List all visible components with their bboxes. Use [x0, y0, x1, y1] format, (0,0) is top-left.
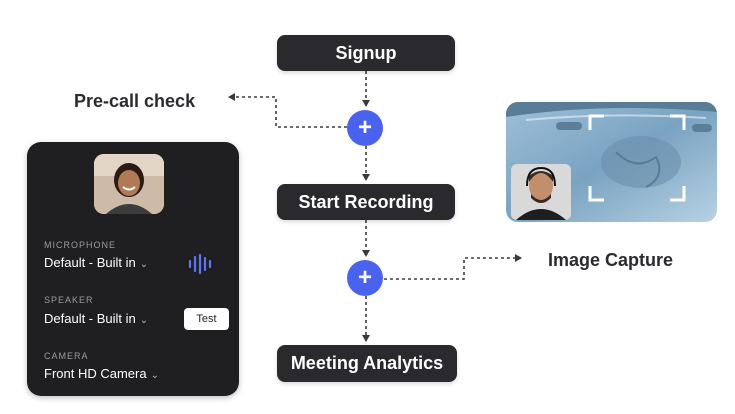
image-capture-label: Image Capture	[548, 250, 674, 270]
microphone-select[interactable]: Default - Built in⌄	[44, 255, 148, 270]
meeting-analytics-node: Meeting Analytics	[277, 345, 457, 382]
speaker-label: SPEAKER	[44, 295, 94, 305]
plus-icon: +	[357, 114, 372, 141]
camera-value: Front HD Camera	[44, 366, 147, 381]
precall-check-label: Pre-call check	[74, 91, 196, 111]
chevron-down-icon: ⌄	[139, 315, 149, 326]
start-recording-label: Start Recording	[298, 191, 434, 212]
camera-label: CAMERA	[44, 351, 89, 361]
start-recording-node: Start Recording	[277, 184, 455, 220]
speaker-select[interactable]: Default - Built in⌄	[44, 311, 148, 326]
plus-icon: +	[357, 264, 372, 291]
car-damage-photo	[506, 102, 717, 222]
add-step-button-2[interactable]: +	[347, 260, 383, 296]
precall-panel: MICROPHONE Default - Built in⌄ SPEAKER D…	[27, 142, 239, 396]
chevron-down-icon: ⌄	[139, 259, 149, 270]
test-speaker-button[interactable]: Test	[184, 308, 229, 330]
chevron-down-icon: ⌄	[150, 370, 159, 381]
agent-video-thumbnail	[511, 164, 571, 220]
signup-node: Signup	[277, 35, 455, 71]
speaker-value: Default - Built in	[44, 311, 136, 326]
microphone-value: Default - Built in	[44, 255, 136, 270]
user-video-preview	[94, 154, 164, 214]
signup-label: Signup	[335, 42, 397, 63]
add-step-button[interactable]: +	[347, 110, 383, 146]
microphone-label: MICROPHONE	[44, 240, 117, 250]
meeting-analytics-label: Meeting Analytics	[290, 353, 444, 373]
connector-plus2-to-capture	[384, 254, 522, 280]
connector-plus1-to-precall	[228, 93, 347, 128]
audio-level-icon	[187, 253, 215, 279]
camera-select[interactable]: Front HD Camera⌄	[44, 366, 159, 381]
